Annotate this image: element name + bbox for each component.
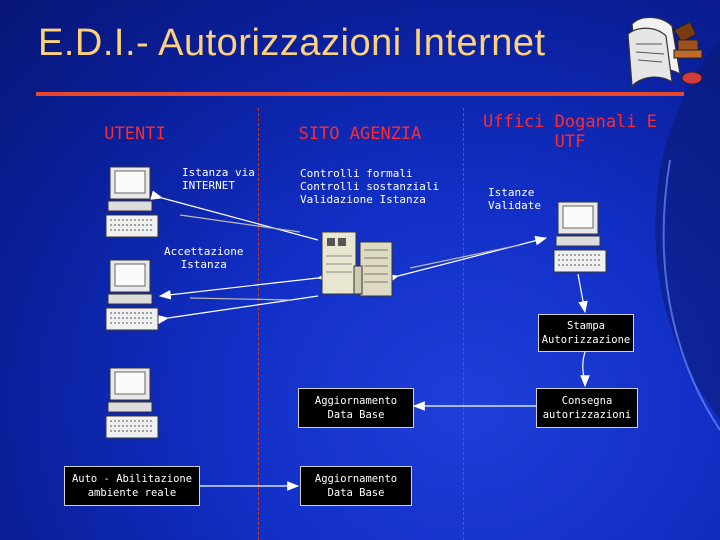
column-heading-uffici-doganali: Uffici Doganali E UTF	[483, 112, 657, 152]
computer-icon	[105, 367, 159, 439]
box-consegna-autorizzazioni: Consegna autorizzazioni	[536, 388, 638, 428]
page-title: E.D.I.- Autorizzazioni Internet	[38, 22, 546, 64]
computer-icon	[105, 166, 159, 238]
computer-icon	[553, 201, 607, 273]
column-divider-right	[463, 108, 464, 540]
label-istanze-validate: Istanze Validate	[488, 186, 541, 212]
arrow-to-stampa	[577, 273, 588, 314]
arrow-istanza	[150, 190, 319, 241]
box-auto-abilitazione: Auto - Abilitazione ambiente reale	[64, 466, 200, 506]
label-controlli: Controlli formali Controlli sostanziali …	[300, 167, 440, 206]
column-heading-utenti: UTENTI	[104, 124, 166, 144]
label-accettazione-istanza: Accettazione Istanza	[164, 245, 244, 271]
arrow-accettazione	[158, 272, 330, 300]
computer-icon	[105, 259, 159, 331]
column-heading-sito-agenzia: SITO AGENZIA	[298, 124, 422, 144]
arrow-validate	[386, 236, 548, 284]
title-underline	[36, 92, 684, 96]
document-stamp-clipart-icon	[627, 16, 703, 88]
server-icon	[321, 231, 393, 297]
box-stampa-autorizzazione: Stampa Autorizzazione	[538, 314, 634, 352]
arrow-to-consegna	[580, 351, 590, 388]
label-istanza-via-internet: Istanza via INTERNET	[182, 166, 255, 192]
column-divider-left	[258, 108, 259, 540]
box-aggiornamento-data-base-2: Aggiornamento Data Base	[300, 466, 412, 506]
box-aggiornamento-data-base: Aggiornamento Data Base	[298, 388, 414, 428]
